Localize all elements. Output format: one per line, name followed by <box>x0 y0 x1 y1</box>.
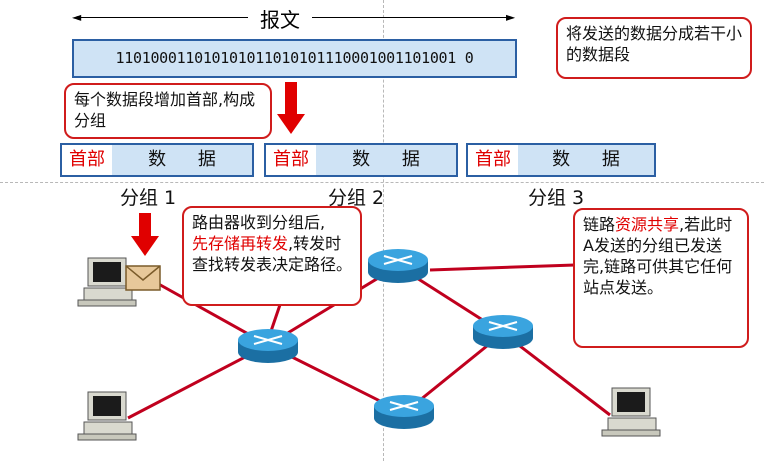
center-guide-horizontal <box>0 182 764 183</box>
packet-body: 数 据 <box>316 145 456 175</box>
arrow-head-right-icon: ► <box>506 10 516 24</box>
message-span-arrow-left <box>78 17 248 18</box>
callout-router-text-2: ,转发时查找转发表决定路径。 <box>192 234 353 274</box>
down-arrow-icon <box>131 213 159 256</box>
callout-add-header: 每个数据段增加首部,构成分组 <box>64 83 272 139</box>
packet-3: 首部 数 据 <box>466 143 656 177</box>
callout-link-pointer <box>429 263 576 272</box>
envelope-icon <box>125 265 161 291</box>
packet-1: 首部 数 据 <box>60 143 254 177</box>
message-bits-box: 110100011010101011010101110001001101001 … <box>72 39 517 78</box>
packet-body: 数 据 <box>518 145 654 175</box>
callout-split: 将发送的数据分成若干小的数据段 <box>556 17 752 79</box>
packet-header: 首部 <box>266 145 316 175</box>
computer-icon <box>77 391 137 441</box>
packet-2: 首部 数 据 <box>264 143 458 177</box>
callout-link-text-1: 链路 <box>583 215 616 234</box>
router-icon <box>374 395 434 429</box>
packet-header: 首部 <box>468 145 518 175</box>
packet-1-label: 分组 1 <box>120 187 177 209</box>
packet-header: 首部 <box>62 145 112 175</box>
router-icon <box>238 329 298 363</box>
callout-router-text-1: 路由器收到分组后, <box>192 213 326 232</box>
down-arrow-icon <box>277 82 305 134</box>
packet-2-label: 分组 2 <box>328 187 385 209</box>
callout-router-highlight: 先存储再转发 <box>192 234 289 253</box>
center-guide-vertical <box>383 0 384 461</box>
callout-router: 路由器收到分组后, 先存储再转发,转发时查找转发表决定路径。 <box>182 206 362 306</box>
callout-link-text-2: ,若此时A发送的分组已发送完,链路可供其它任何站点发送。 <box>583 215 733 297</box>
message-label: 报文 <box>250 4 310 33</box>
callout-link-highlight: 资源共享 <box>615 215 680 234</box>
computer-icon <box>601 387 661 437</box>
callout-link-sharing: 链路资源共享,若此时A发送的分组已发送完,链路可供其它任何站点发送。 <box>573 208 749 348</box>
message-span-arrow-right <box>312 17 512 18</box>
computer-icon <box>77 257 137 307</box>
packet-body: 数 据 <box>112 145 252 175</box>
router-icon <box>473 315 533 349</box>
packet-3-label: 分组 3 <box>528 187 585 209</box>
router-icon <box>368 249 428 283</box>
arrow-head-left-icon: ◄ <box>72 10 82 24</box>
